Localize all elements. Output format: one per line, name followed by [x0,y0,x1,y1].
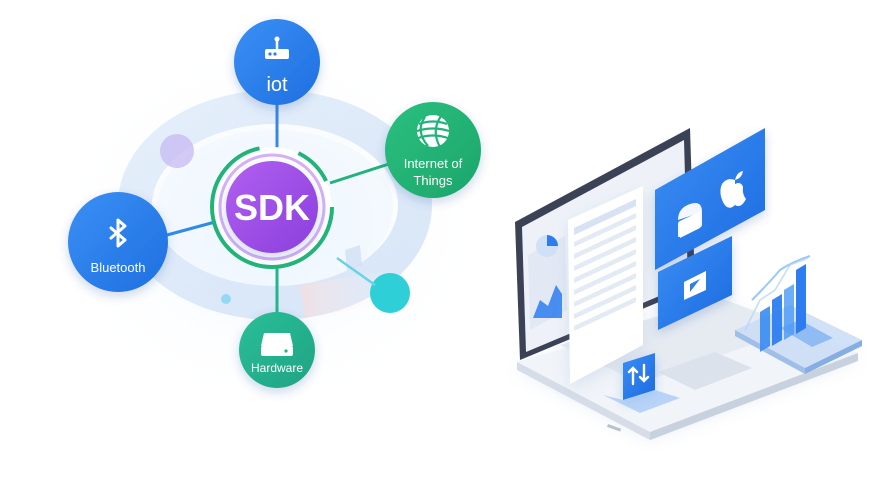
node-internet-of-things-circle [385,102,481,198]
sdk-green-ring [210,145,334,269]
play-icon [684,271,706,300]
sync-card [603,353,680,413]
platform-card [655,128,765,270]
line-chart-icon [533,285,562,318]
video-card [658,236,732,330]
sync-card-base [603,390,680,413]
sync-icon [627,363,650,386]
node-hardware-label: Hardware [251,361,303,375]
chart-platform-edge-right [805,340,862,374]
bar-chart-icon [744,255,811,352]
small-cyan-dot [221,294,231,304]
sdk-purple-ring [218,153,326,261]
purple-dot [160,134,194,168]
laptop-base-front-right [650,353,858,440]
node-internet-of-things-label-2: Things [413,173,453,188]
sdk-diagram: SDK iot [50,19,490,415]
apple-icon [720,171,746,208]
laptop-port [606,424,622,432]
doc-line [574,285,636,319]
node-internet-of-things-label-1: Internet of [404,156,463,171]
small-panel [345,245,362,270]
node-iot-circle [234,19,320,105]
connector-teal [336,256,376,287]
node-bluetooth: Bluetooth [68,192,168,292]
sdk-label: SDK [234,187,310,228]
hard-drive-icon [261,333,293,356]
laptop-illustration [515,128,862,440]
doc-line [574,249,636,283]
doc-line [574,273,636,307]
router-icon [265,36,289,59]
globe-icon [416,115,450,148]
doc-line [574,199,636,235]
node-internet-of-things: Internet of Things [385,102,481,198]
document-page [568,186,643,384]
teal-dot [370,273,410,313]
node-bluetooth-label: Bluetooth [91,260,146,275]
node-iot: iot [234,19,320,105]
document-sheet [568,186,643,384]
doc-line [574,261,636,295]
screen-content [528,235,567,330]
connector-internet-of-things [329,160,396,185]
doc-line [574,213,636,247]
chart-platform-edge-left [735,330,805,374]
android-icon [678,203,702,238]
node-hardware: Hardware [239,312,315,388]
pie-chart-icon [536,235,558,257]
bar-chart-platform [735,255,862,374]
laptop-trackpad [658,352,752,390]
doc-line [574,297,636,331]
laptop-keyboard [560,298,800,383]
sdk-core [226,161,318,253]
doc-line [574,225,636,259]
bluetooth-icon [109,218,127,248]
node-iot-label: iot [266,74,288,96]
laptop-base-front-left [517,362,650,440]
doc-line [574,237,636,271]
